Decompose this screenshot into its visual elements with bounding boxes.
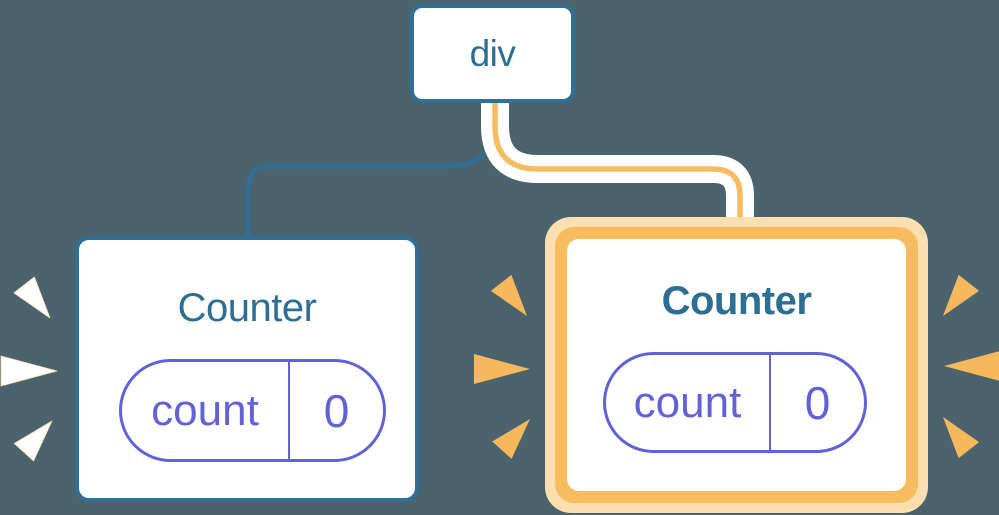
state-value-left: 0 bbox=[323, 384, 350, 437]
ray-icon bbox=[943, 417, 980, 459]
edge-to-right-counter-casing bbox=[481, 101, 754, 232]
counter-card-right: Counter count 0 bbox=[567, 239, 906, 491]
state-pill-right: count 0 bbox=[603, 352, 867, 453]
ray-icon bbox=[13, 276, 51, 319]
state-pill-left: count 0 bbox=[119, 359, 386, 462]
ray-icon bbox=[474, 354, 530, 384]
counter-title-right: Counter bbox=[661, 279, 812, 323]
ray-icon bbox=[943, 274, 980, 316]
burst-rays-right-counter-right bbox=[943, 274, 999, 459]
state-name-right: count bbox=[606, 355, 771, 450]
counter-card-left: Counter count 0 bbox=[75, 236, 419, 502]
ray-icon bbox=[492, 419, 530, 459]
root-div-node: div bbox=[410, 4, 575, 103]
ray-icon bbox=[0, 355, 58, 387]
ray-icon bbox=[944, 351, 999, 381]
edge-to-right-counter bbox=[492, 101, 743, 232]
burst-rays-left-counter bbox=[0, 276, 58, 462]
counter-card-right-border: Counter count 0 bbox=[555, 227, 918, 503]
state-value-right: 0 bbox=[804, 376, 831, 429]
ray-icon bbox=[490, 274, 527, 316]
root-div-label: div bbox=[469, 32, 516, 74]
state-name-left: count bbox=[122, 362, 290, 459]
ray-icon bbox=[13, 420, 53, 462]
counter-title-left: Counter bbox=[177, 286, 317, 330]
edge-to-left-counter bbox=[245, 101, 496, 240]
burst-rays-right-counter-left bbox=[474, 274, 530, 459]
counter-card-right-glow: Counter count 0 bbox=[545, 217, 928, 513]
